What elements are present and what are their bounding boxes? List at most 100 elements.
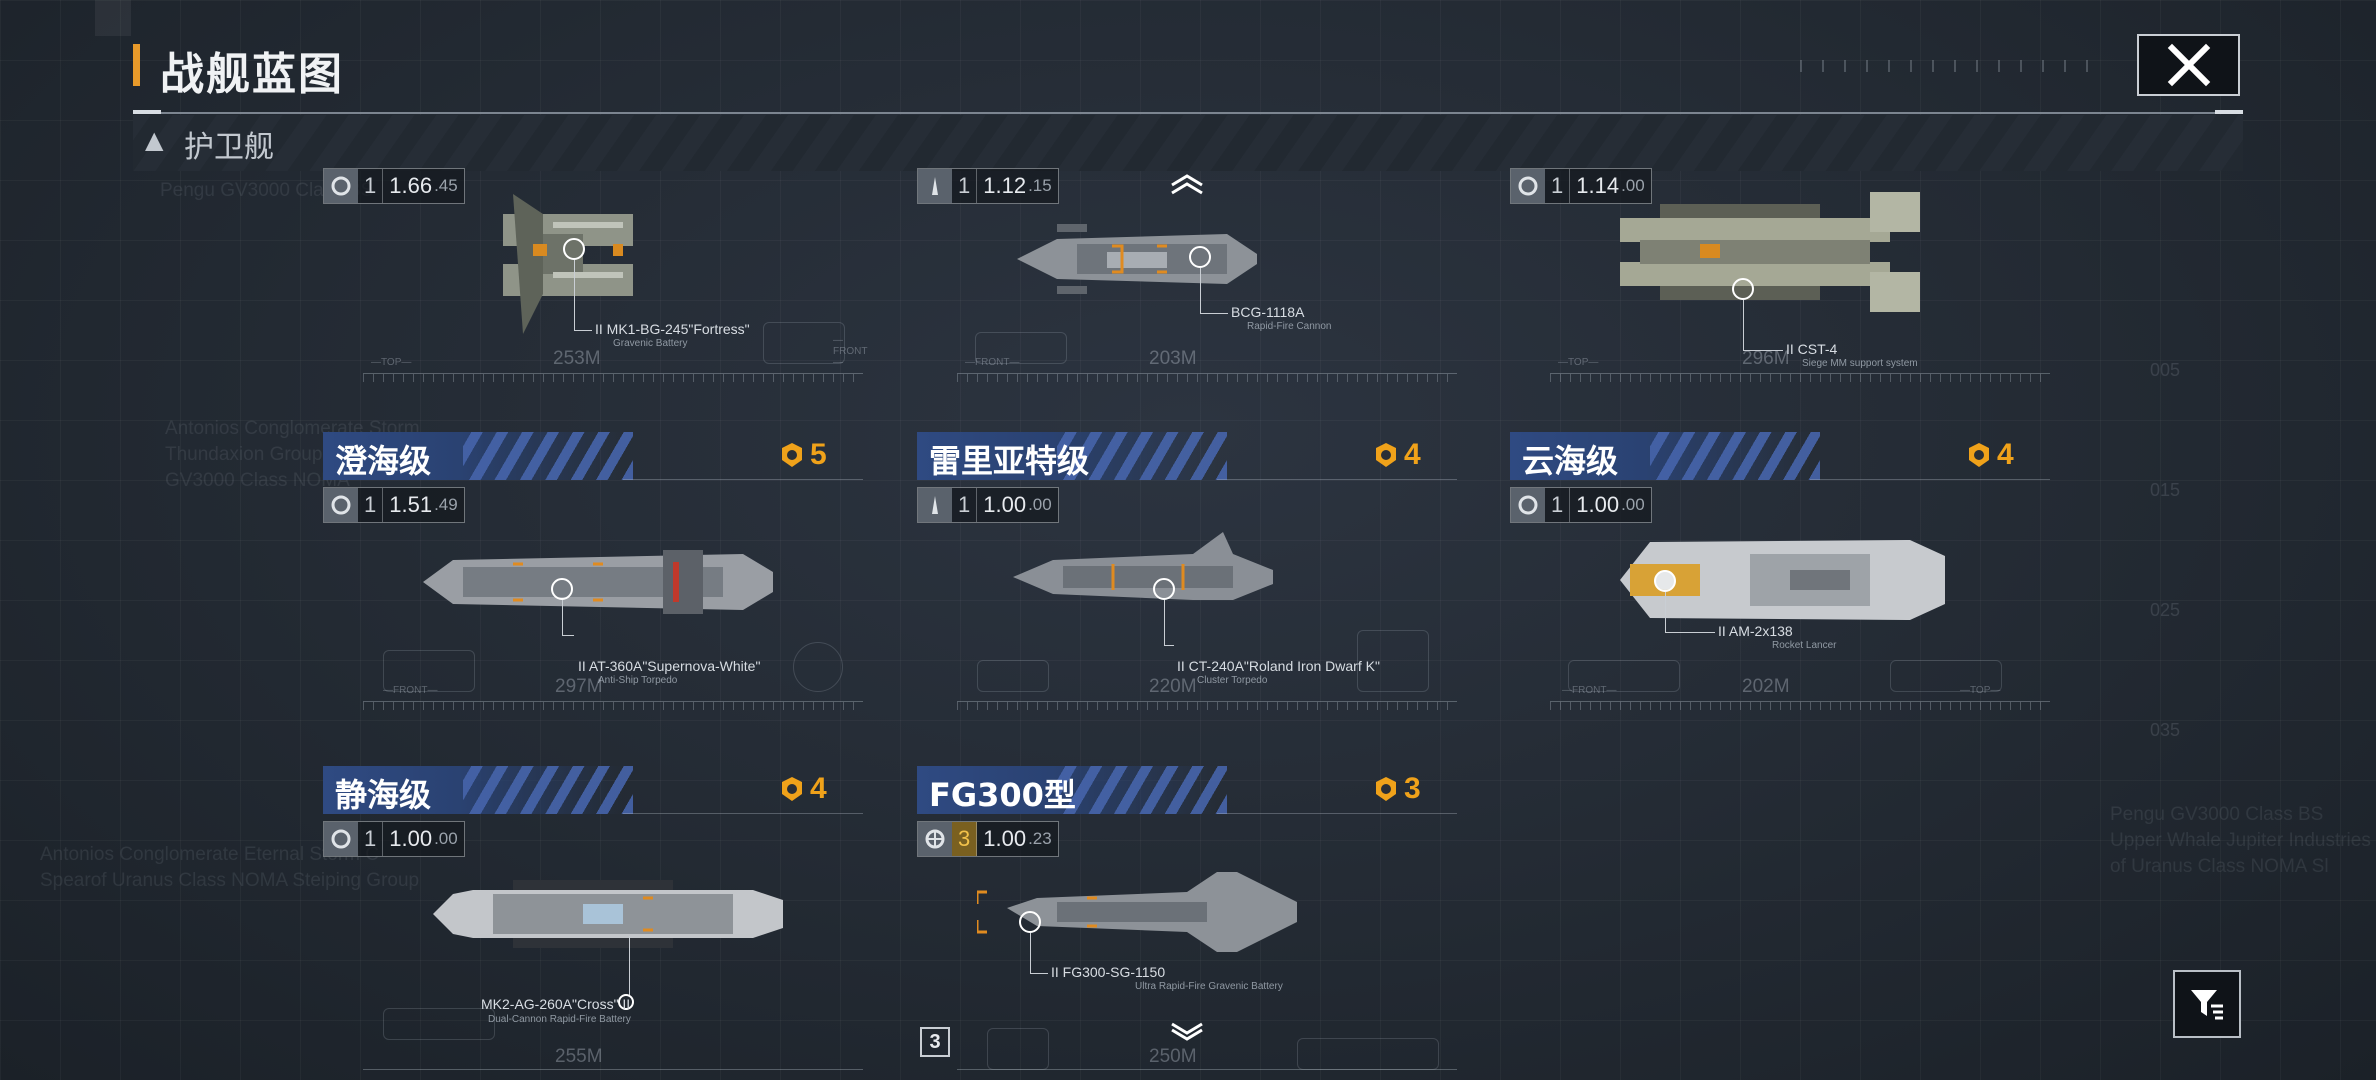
leader-line xyxy=(574,330,592,331)
blueprint-baseline xyxy=(363,1069,863,1070)
stats-value: 1.66.45 xyxy=(389,173,458,198)
chevron-down-icon xyxy=(1171,1022,1203,1041)
collapse-triangle-icon[interactable]: ▲ xyxy=(145,126,164,154)
leader-line xyxy=(1743,300,1744,350)
ship-card-yunhai[interactable]: 云海级 4 1 1.00.00 II AM-2x138 Rocket Lance… xyxy=(1510,432,2052,732)
filter-button[interactable] xyxy=(2173,970,2241,1038)
ship-class-icon xyxy=(1511,488,1545,522)
leader-line xyxy=(1164,600,1165,645)
ship-image xyxy=(1017,224,1257,294)
stats-value: 1.00.00 xyxy=(983,492,1052,517)
blueprint-side-view xyxy=(987,1028,1049,1070)
blueprint-tag: —FRONT— xyxy=(965,357,1020,368)
ship-class-icon xyxy=(918,822,952,856)
stats-count: 1 xyxy=(1545,488,1571,522)
scroll-down-button[interactable] xyxy=(1168,1020,1206,1046)
ship-name: 云海级 xyxy=(1522,442,1619,480)
stats-value: 1.51.49 xyxy=(389,492,458,517)
blueprint-side-view xyxy=(1568,660,1680,692)
ship-card-jinghai[interactable]: 静海级 4 1 1.00.00 MK2-AG-260A"Cross" II Du… xyxy=(323,766,865,1080)
ship-image xyxy=(1013,532,1273,600)
ship-length: 202M xyxy=(1742,676,1790,697)
blueprint-tag: —TOP— xyxy=(1960,685,2001,696)
stats-box: 1 1.51.49 xyxy=(323,487,465,523)
ship-image xyxy=(433,880,783,948)
ship-class-icon xyxy=(1511,169,1545,203)
blueprint-ticks xyxy=(1550,374,2050,382)
name-bar xyxy=(1510,432,1820,480)
rarity-badge: 4 xyxy=(1372,438,1421,472)
gold-emblem-icon xyxy=(1376,443,1396,467)
blueprint-baseline xyxy=(363,701,863,702)
scale-mark: 005 xyxy=(2150,360,2181,380)
stats-box: 1 1.12.15 xyxy=(917,168,1059,204)
stats-value: 1.14.00 xyxy=(1576,173,1645,198)
blueprint-baseline xyxy=(957,1069,1457,1070)
hardpoint-marker xyxy=(551,578,573,600)
ship-name: 澄海级 xyxy=(335,442,432,480)
name-underline xyxy=(623,813,863,814)
rarity-value: 4 xyxy=(1997,438,2014,471)
ship-card-fg300[interactable]: FG300型 3 3 1.00.23 II FG300-SG-1150 Ultr… xyxy=(917,766,1459,1080)
stats-count: 1 xyxy=(358,822,384,856)
weapon-sublabel: Gravenic Battery xyxy=(613,338,688,349)
weapon-label: BCG-1118A xyxy=(1231,304,1305,320)
blueprint-front-view xyxy=(1357,630,1429,692)
weapon-sublabel: Rocket Lancer xyxy=(1772,640,1837,651)
filter-icon xyxy=(2191,990,2223,1020)
section-header-frigate[interactable] xyxy=(133,115,2243,171)
ship-class-icon xyxy=(324,488,358,522)
ship-length: 253M xyxy=(553,348,601,369)
blueprint-baseline xyxy=(1550,373,2050,374)
ship-length: 296M xyxy=(1742,348,1790,369)
blueprint-tag: —TOP— xyxy=(371,357,412,368)
blueprint-baseline xyxy=(957,701,1457,702)
leader-line xyxy=(1665,632,1715,633)
stats-box: 1 1.14.00 xyxy=(1510,168,1652,204)
name-bar xyxy=(917,766,1227,814)
hardpoint-marker xyxy=(1153,578,1175,600)
leader-line xyxy=(574,260,575,330)
weapon-sublabel: Dual-Cannon Rapid-Fire Battery xyxy=(488,1014,631,1025)
stats-box: 1 1.00.00 xyxy=(323,821,465,857)
stats-count: 1 xyxy=(1545,169,1571,203)
name-underline xyxy=(1810,479,2050,480)
close-button[interactable] xyxy=(2137,34,2240,96)
weapon-label: MK2-AG-260A"Cross" II xyxy=(481,996,631,1012)
ship-card[interactable]: 1 1.14.00 II CST-4 Siege MM support syst… xyxy=(1510,104,2052,404)
stats-box: 1 1.00.00 xyxy=(1510,487,1652,523)
hardpoint-marker xyxy=(1654,570,1676,592)
rarity-value: 3 xyxy=(1404,772,1421,805)
blueprint-front-view xyxy=(793,642,843,692)
ship-length: 220M xyxy=(1149,676,1197,697)
blueprint-side-view xyxy=(383,650,475,692)
ship-image xyxy=(1620,540,1945,620)
name-underline xyxy=(623,479,863,480)
hardpoint-marker xyxy=(1189,246,1211,268)
bg-text-low-right: Pengu GV3000 Class BS Upper Whale Jupite… xyxy=(2110,804,2371,877)
ship-card-leiliyate[interactable]: 雷里亚特级 4 1 1.00.00 II CT-240A"Roland Iron… xyxy=(917,432,1459,732)
stats-count: 1 xyxy=(952,488,978,522)
ship-length: 297M xyxy=(555,676,603,697)
ship-length: 203M xyxy=(1149,348,1197,369)
weapon-sublabel: Ultra Rapid-Fire Gravenic Battery xyxy=(1135,981,1283,992)
weapon-label: II MK1-BG-245"Fortress" xyxy=(595,321,750,337)
scroll-up-button[interactable] xyxy=(1168,173,1206,199)
ship-card[interactable]: 1 1.12.15 BCG-1118A Rapid-Fire Cannon —F… xyxy=(917,104,1459,404)
scale-mark: 015 xyxy=(2150,480,2181,500)
hardpoint-marker xyxy=(1732,278,1754,300)
scale-mark: 025 xyxy=(2150,600,2181,620)
leader-line xyxy=(1030,933,1031,973)
blueprint-tag: —FRONT— xyxy=(383,685,438,696)
blueprint-tag: —FRONT— xyxy=(833,335,868,368)
header-ruler-decoration xyxy=(1800,60,2100,72)
ship-length: 250M xyxy=(1149,1046,1197,1067)
blueprint-ticks xyxy=(957,374,1457,382)
ship-card-chenghai[interactable]: 澄海级 5 1 1.51.49 II AT-360A"Supernova-Whi… xyxy=(323,432,865,732)
stats-value: 1.00.23 xyxy=(983,826,1052,851)
ship-image xyxy=(503,194,633,334)
rarity-badge: 3 xyxy=(1372,772,1421,806)
weapon-label: II CT-240A"Roland Iron Dwarf K" xyxy=(1177,658,1380,674)
ship-card[interactable]: 1 1.66.45 II MK1-BG-245"Fortress" Graven… xyxy=(323,104,868,404)
rarity-badge: 4 xyxy=(1965,438,2014,472)
